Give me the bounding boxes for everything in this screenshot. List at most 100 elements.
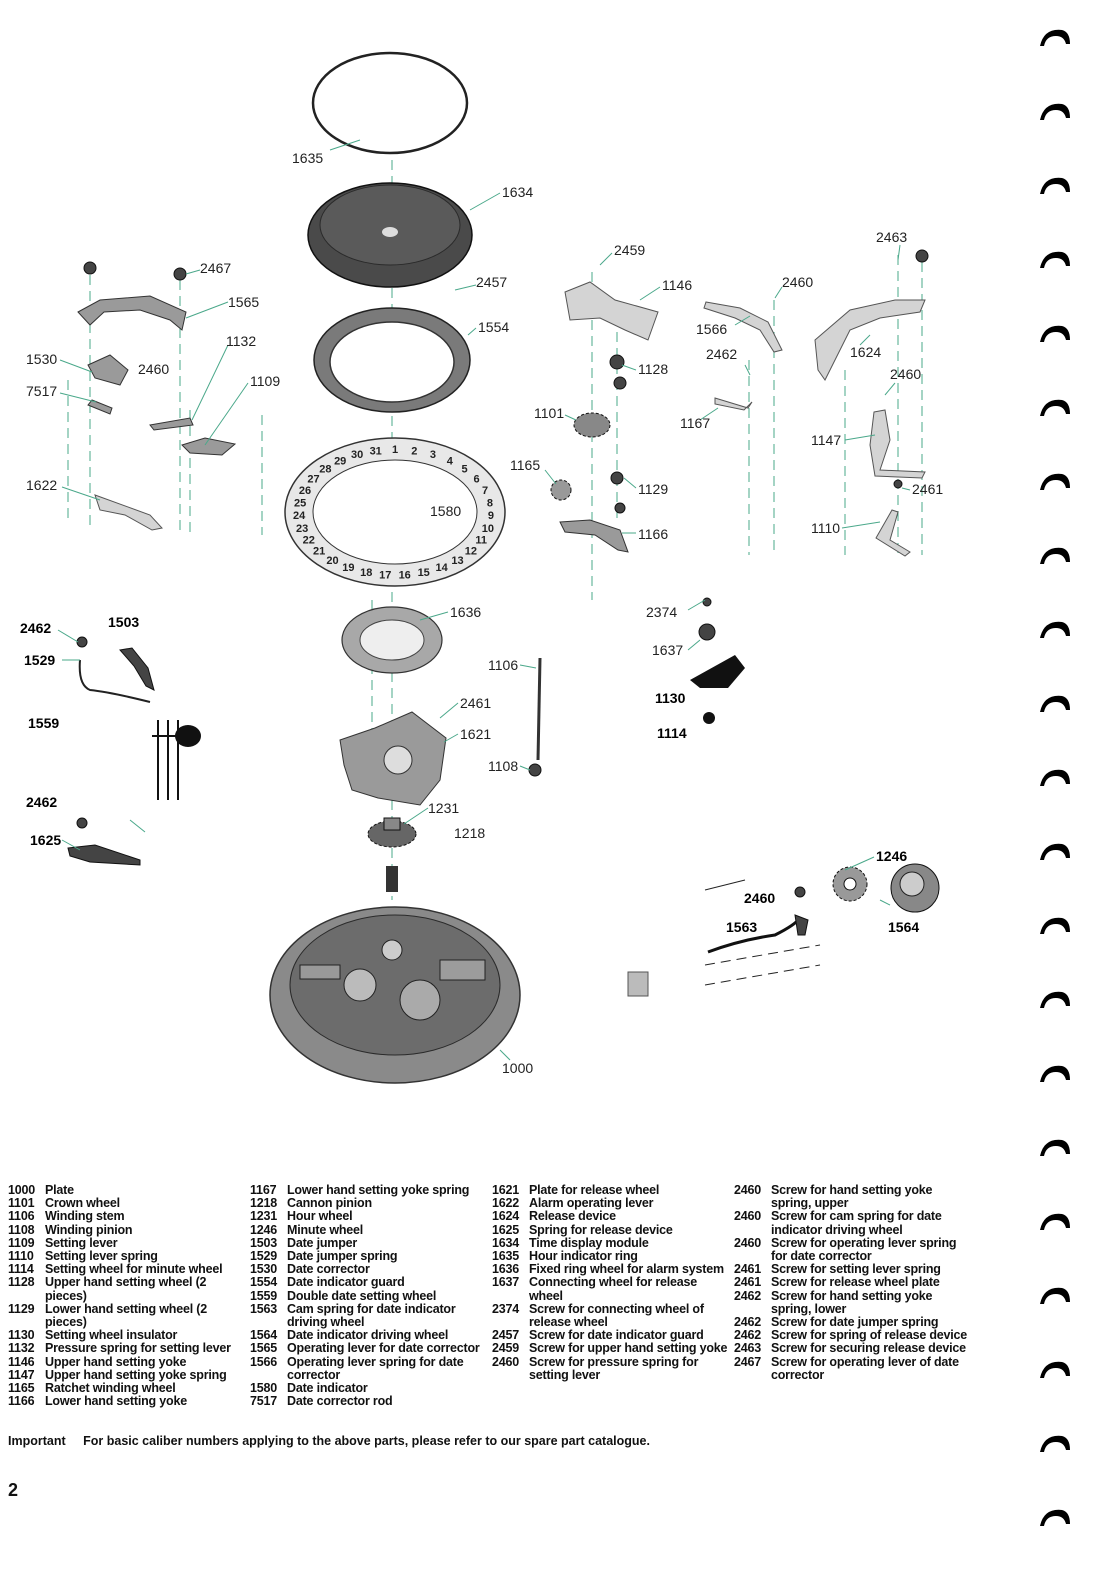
label-2374: 2374 xyxy=(646,604,677,620)
date-ring-digit: 6 xyxy=(473,474,479,486)
binder-hole xyxy=(1038,1432,1072,1456)
legend-item-number: 1000 xyxy=(8,1183,36,1197)
binder-hole xyxy=(1038,1506,1072,1530)
legend-item-description: Screw for date jumper spring xyxy=(771,1315,939,1330)
label-2463: 2463 xyxy=(876,229,907,245)
legend-item-number: 1622 xyxy=(492,1196,520,1211)
legend-item-description: Operating lever spring for date correcto… xyxy=(287,1354,464,1382)
binder-hole xyxy=(1038,544,1072,568)
legend-item-number: 1530 xyxy=(250,1262,278,1277)
legend-item: 1622 Alarm operating lever xyxy=(492,1197,732,1210)
legend-item-number: 2467 xyxy=(734,1354,762,1369)
date-ring-digit: 30 xyxy=(351,449,363,461)
legend-item: 1529 Date jumper spring xyxy=(250,1249,490,1264)
date-ring-digit: 26 xyxy=(299,485,311,497)
legend-item-description: Cam spring for date indicator driving wh… xyxy=(287,1301,456,1330)
legend-item-number: 1625 xyxy=(492,1222,520,1237)
hour-indicator-ring xyxy=(311,51,469,155)
binder-hole xyxy=(1038,618,1072,642)
label-1165: 1165 xyxy=(510,457,540,473)
operating-lever xyxy=(77,295,187,331)
legend-item-description: Screw for upper hand setting yoke xyxy=(529,1341,728,1356)
legend-item-description: Release device xyxy=(529,1209,616,1224)
legend-item-number: 2462 xyxy=(734,1315,762,1330)
legend-item: 1625 Spring for release device xyxy=(492,1222,732,1237)
legend-item-number: 2459 xyxy=(492,1341,520,1356)
important-text: For basic caliber numbers applying to th… xyxy=(83,1434,650,1448)
label-1622: 1622 xyxy=(26,477,57,493)
date-ring-digit: 21 xyxy=(313,546,325,558)
legend-item-description: Date jumper xyxy=(287,1235,358,1250)
legend-item-description: Plate xyxy=(45,1183,74,1197)
date-ring-digit: 20 xyxy=(326,555,338,567)
legend-item-description: Spring for release device xyxy=(529,1222,673,1237)
label-1637: 1637 xyxy=(652,642,683,658)
legend-item-number: 7517 xyxy=(250,1394,278,1409)
spring-for-release-device xyxy=(67,844,141,866)
legend-item-description: Screw for setting lever spring xyxy=(771,1262,941,1277)
legend-item-description: Date jumper spring xyxy=(287,1249,398,1264)
cannon-pinion xyxy=(386,866,398,892)
date-ring-digit: 28 xyxy=(319,464,331,476)
legend-item-number: 1146 xyxy=(8,1354,35,1369)
label-1106: 1106 xyxy=(488,657,518,673)
date-ring-digit: 31 xyxy=(370,445,382,457)
legend-item-description: Pressure spring for setting lever xyxy=(45,1341,231,1356)
legend-item-number: 1565 xyxy=(250,1341,278,1356)
legend-item-number: 1130 xyxy=(8,1328,35,1343)
label-1218: 1218 xyxy=(454,825,485,841)
legend-item-description: Alarm operating lever xyxy=(529,1196,654,1211)
label-1132: 1132 xyxy=(226,333,256,349)
binder-hole xyxy=(1038,396,1072,420)
legend-item-number: 1101 xyxy=(8,1196,35,1211)
binder-hole xyxy=(1038,766,1072,790)
binder-hole xyxy=(1038,26,1072,50)
label-1529: 1529 xyxy=(24,652,55,668)
label-1108: 1108 xyxy=(488,758,518,774)
legend-item-description: Screw for pressure spring for setting le… xyxy=(529,1354,699,1382)
upper-hand-setting-yoke xyxy=(564,281,659,341)
legend-item-number: 2460 xyxy=(734,1209,762,1224)
legend-item-number: 1554 xyxy=(250,1275,278,1290)
legend-item-number: 2460 xyxy=(734,1183,762,1197)
date-ring-digit: 11 xyxy=(475,535,487,547)
legend-item-description: Date corrector rod xyxy=(287,1394,393,1409)
label-1564: 1564 xyxy=(888,919,919,935)
label-1000: 1000 xyxy=(502,1060,533,1076)
legend-item-number: 2460 xyxy=(734,1235,762,1250)
legend-item-description: Double date setting wheel xyxy=(287,1288,437,1303)
legend-item: 1000 Plate xyxy=(8,1183,248,1197)
date-ring-digit: 12 xyxy=(465,546,477,558)
label-2467: 2467 xyxy=(200,260,231,276)
date-ring-digit: 27 xyxy=(307,474,319,486)
label-1566: 1566 xyxy=(696,321,727,337)
binder-hole xyxy=(1038,1062,1072,1086)
legend-item-number: 1129 xyxy=(8,1301,35,1316)
binder-hole xyxy=(1038,1136,1072,1160)
label-1554: 1554 xyxy=(478,319,509,335)
label-1636: 1636 xyxy=(450,604,481,620)
binder-hole xyxy=(1038,470,1072,494)
date-ring-digit: 5 xyxy=(462,464,468,476)
label-1130: 1130 xyxy=(655,690,686,706)
cam-spring xyxy=(707,917,802,954)
legend-item: 2459 Screw for upper hand setting yoke xyxy=(492,1342,732,1355)
legend-item-number: 1563 xyxy=(250,1301,278,1316)
legend-item-number: 1634 xyxy=(492,1235,520,1250)
legend-item-description: Winding stem xyxy=(45,1209,125,1224)
legend-item-number: 1529 xyxy=(250,1249,278,1264)
legend-item-number: 1110 xyxy=(8,1249,34,1264)
